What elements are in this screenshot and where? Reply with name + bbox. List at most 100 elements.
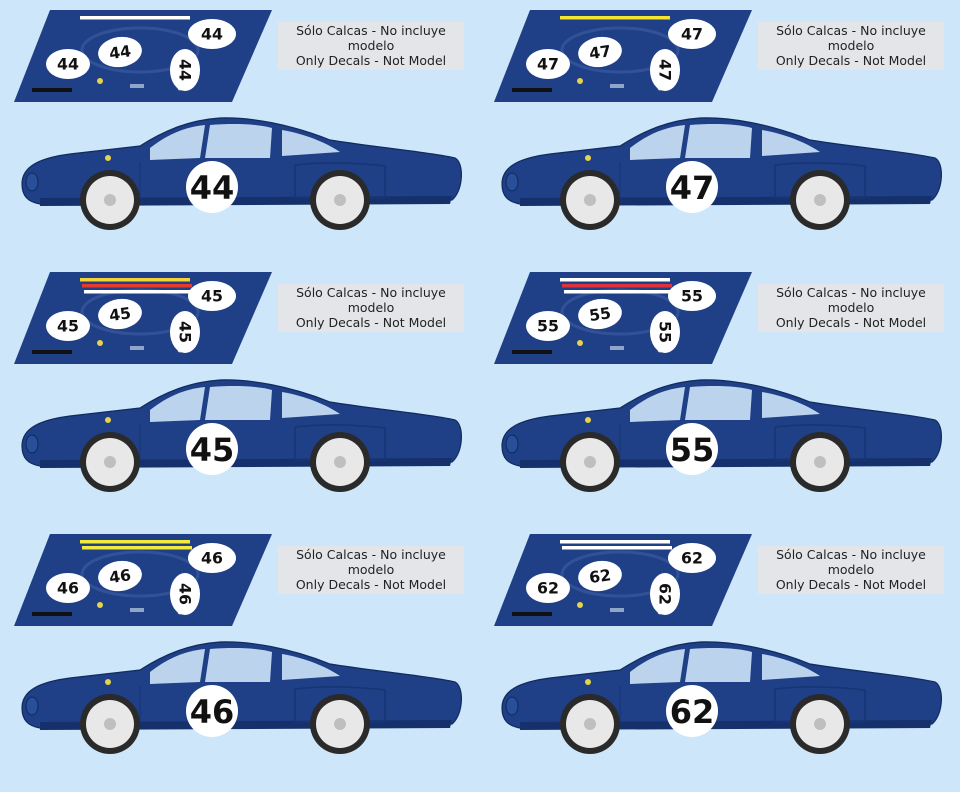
decal-black-stripe [32, 88, 72, 92]
windscreen [150, 649, 205, 684]
decal-roundel-1: 47 [526, 49, 570, 79]
decal-roundel-4: 55 [668, 281, 716, 311]
notice-english: Only Decals - Not Model [295, 315, 447, 330]
side-number-roundel: 62 [666, 685, 718, 737]
side-window [205, 648, 272, 682]
decal-number-label: 55 [681, 287, 703, 306]
decal-number-label: 46 [57, 579, 79, 598]
decal-number-label: 47 [655, 59, 674, 81]
decal-number-label: 55 [655, 321, 674, 343]
side-window [685, 124, 752, 158]
race-car-profile: 55 [501, 379, 942, 492]
decal-roundel-2: 45 [98, 298, 142, 330]
decal-stripe [560, 278, 670, 282]
side-window [685, 386, 752, 420]
side-number-roundel: 55 [666, 423, 718, 475]
side-number-roundel: 47 [666, 161, 718, 213]
decal-sheet: 62 62 62 62 [494, 534, 752, 626]
side-number-label: 47 [670, 169, 715, 207]
decal-number-label: 45 [57, 317, 79, 336]
decal-black-stripe [512, 88, 552, 92]
race-car-profile: 45 [21, 379, 462, 492]
notice-english: Only Decals - Not Model [775, 315, 927, 330]
windscreen [630, 387, 685, 422]
decal-roundel-2: 46 [98, 560, 142, 592]
decal-number-label: 46 [201, 549, 223, 568]
decal-roundel-1: 46 [46, 573, 90, 603]
decal-stripe [564, 290, 674, 294]
rear-window [762, 392, 820, 418]
rear-window [282, 130, 340, 156]
decal-number-label: 62 [655, 583, 674, 605]
decal-roundel-4: 44 [188, 19, 236, 49]
decal-roundel-4: 62 [668, 543, 716, 573]
decal-roundel-2: 47 [578, 36, 622, 68]
decal-number-label: 55 [588, 303, 612, 325]
decal-number-label: 62 [537, 579, 559, 598]
rear-window [282, 392, 340, 418]
decal-black-stripe [32, 612, 72, 616]
notice-english: Only Decals - Not Model [775, 53, 927, 68]
decal-sheet: 55 55 55 55 [494, 272, 752, 364]
decal-roundel-4: 46 [188, 543, 236, 573]
decal-number-label: 55 [537, 317, 559, 336]
decal-roundel-3: 62 [650, 573, 680, 615]
decal-number-label: 44 [175, 59, 194, 81]
race-car-profile: 47 [501, 117, 942, 230]
decal-roundel-1: 55 [526, 311, 570, 341]
decal-number-label: 45 [108, 303, 132, 325]
windscreen [630, 649, 685, 684]
decal-number-label: 46 [108, 565, 132, 587]
decal-roundel-3: 55 [650, 311, 680, 353]
side-number-label: 46 [190, 693, 235, 731]
decal-number-label: 62 [681, 549, 703, 568]
decal-roundel-4: 47 [668, 19, 716, 49]
side-number-roundel: 45 [186, 423, 238, 475]
decal-number-label: 45 [201, 287, 223, 306]
decal-stripe [84, 290, 194, 294]
windscreen [630, 125, 685, 160]
decal-roundel-3: 46 [170, 573, 200, 615]
decal-stripe [80, 16, 190, 20]
decal-number-label: 47 [588, 41, 612, 63]
decal-number-label: 47 [537, 55, 559, 74]
decal-stripe [562, 284, 672, 288]
side-number-label: 44 [190, 169, 235, 207]
windscreen [150, 387, 205, 422]
notice-spanish: Sólo Calcas - No incluye modelo [776, 547, 926, 577]
decal-roundel-2: 55 [578, 298, 622, 330]
decal-roundel-2: 62 [578, 560, 622, 592]
notice-spanish: Sólo Calcas - No incluye modelo [296, 23, 446, 53]
decal-black-stripe [512, 350, 552, 354]
side-window [205, 386, 272, 420]
side-number-label: 55 [670, 431, 715, 469]
decal-stripe [560, 540, 670, 544]
rear-window [762, 130, 820, 156]
decal-number-label: 47 [681, 25, 703, 44]
decal-number-label: 44 [57, 55, 79, 74]
side-window [685, 648, 752, 682]
decal-stripe [560, 16, 670, 20]
side-number-roundel: 46 [186, 685, 238, 737]
rear-window [762, 654, 820, 680]
notice-spanish: Sólo Calcas - No incluye modelo [296, 547, 446, 577]
decal-roundel-2: 44 [98, 36, 142, 68]
rear-window [282, 654, 340, 680]
decal-number-label: 45 [175, 321, 194, 343]
decal-sheet: 47 47 47 47 [494, 10, 752, 102]
decal-roundel-1: 62 [526, 573, 570, 603]
side-window [205, 124, 272, 158]
decal-roundel-3: 44 [170, 49, 200, 91]
decal-sheet: 44 44 44 44 [14, 10, 272, 102]
